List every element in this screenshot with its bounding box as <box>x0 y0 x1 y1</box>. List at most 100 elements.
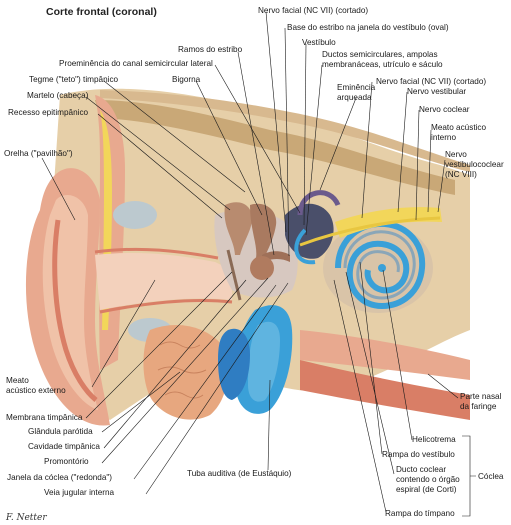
facial-nerve <box>299 216 441 247</box>
malleus <box>224 202 252 255</box>
leader-lines <box>41 11 476 517</box>
leader-nervo-facial-top <box>265 11 287 233</box>
leader-promontorio <box>101 277 269 464</box>
leader-recesso <box>97 113 223 219</box>
leader-nervo-coclear <box>415 109 420 221</box>
leader-eminencia <box>319 97 357 191</box>
label-nervo-facial-top: Nervo facial (NC VII) (cortado) <box>258 6 368 15</box>
label-ducto-coclear-2: contendo o órgão <box>396 475 460 484</box>
parotid-gland <box>143 325 228 420</box>
leader-ramos-estribo <box>237 51 275 256</box>
external-meatus-canal <box>95 252 232 310</box>
label-rampa-timpano: Rampa do tímpano <box>385 509 455 518</box>
label-coclea: Cóclea <box>478 472 504 481</box>
label-nervo-facial-right: Nervo facial (NC VII) (cortado) <box>376 77 486 86</box>
label-martelo: Martelo (cabeça) <box>27 91 89 100</box>
leader-veia-jugular <box>145 282 289 495</box>
label-veia-jugular: Veia jugular interna <box>44 488 115 497</box>
mastoid-cells-1 <box>113 201 157 229</box>
eustachian-tube-inner <box>248 321 280 402</box>
anatomy-illustration <box>25 88 470 426</box>
diagram-title: Corte frontal (coronal) <box>46 6 157 18</box>
label-proeminencia: Proeminência do canal semicircular later… <box>59 59 213 68</box>
leader-helicotrema <box>382 269 413 441</box>
label-ductos-2: membranáceas, utrículo e sáculo <box>322 60 443 69</box>
coclea-bracket <box>462 435 476 517</box>
label-nervo-vestibular: Nervo vestibular <box>407 87 466 96</box>
label-meato-interno-2: interno <box>431 133 456 142</box>
label-ducto-coclear-3: espiral (de Corti) <box>396 485 457 494</box>
label-ductos-1: Ductos semicirculares, ampolas <box>322 50 438 59</box>
label-nervo-vc-2: vestibulococlear <box>445 160 504 169</box>
leader-rampa-vestibulo <box>359 261 383 455</box>
leader-nervo-vestibular <box>397 91 408 213</box>
label-vestibulo: Vestíbulo <box>302 38 336 47</box>
label-meato-interno-1: Meato acústico <box>431 123 487 132</box>
label-cavidade: Cavidade timpânica <box>28 442 100 451</box>
parotid-lobules <box>157 341 207 399</box>
label-parte-nasal-1: Parte nasal <box>460 392 502 401</box>
labels: Corte frontal (coronal) Nervo facial (NC… <box>4 6 504 523</box>
semicircular-canal-2 <box>294 228 316 265</box>
label-meato-externo-1: Meato <box>6 376 29 385</box>
label-promontorio: Promontório <box>44 457 89 466</box>
tegmen-band <box>95 100 455 195</box>
pharynx-muscle <box>300 360 470 420</box>
leader-ductos <box>305 64 323 236</box>
label-janela-coclea: Janela da cóclea ("redonda") <box>7 473 112 482</box>
leader-vestibulo <box>303 43 307 226</box>
leader-tegme <box>103 80 246 193</box>
label-helicotrema: Helicotrema <box>412 435 456 444</box>
pharynx-wall <box>300 330 470 380</box>
label-eminencia-1: Eminência <box>337 83 376 92</box>
leader-orelha <box>41 157 76 221</box>
leader-glandula <box>101 371 181 433</box>
leader-proeminencia <box>214 64 301 214</box>
leader-nervo-facial-right <box>361 81 373 219</box>
leader-meato-externo <box>91 279 156 388</box>
label-meato-externo-2: acústico externo <box>6 386 66 395</box>
leader-parte-nasal <box>427 373 459 399</box>
label-tegme: Tegme ("teto") timpânico <box>29 75 119 84</box>
incus <box>250 203 277 262</box>
leader-cavidade <box>103 279 247 449</box>
label-nervo-vc-3: (NC VIII) <box>445 170 477 179</box>
cochlea <box>323 220 433 313</box>
label-rampa-vestibulo: Rampa do vestíbulo <box>382 450 455 459</box>
leader-tuba <box>267 379 271 471</box>
label-nervo-vc-1: Nervo <box>445 150 467 159</box>
cochlea-spiral-2 <box>343 230 416 300</box>
dura-top <box>100 90 470 172</box>
label-recesso: Recesso epitimpânico <box>8 108 89 117</box>
leader-janela-coclea <box>133 284 277 480</box>
external-meatus-wall-top <box>94 247 219 260</box>
auricle-cartilage-line <box>52 219 98 402</box>
semicircular-canal <box>297 190 341 216</box>
leader-rampa-timpano <box>333 279 387 513</box>
tympanic-membrane <box>226 249 242 301</box>
label-bigorna: Bigorna <box>172 75 201 84</box>
artist-signature: F. Netter <box>5 513 47 523</box>
leader-martelo <box>85 96 231 211</box>
label-ducto-coclear-1: Ducto coclear <box>396 465 446 474</box>
label-ramos-estribo: Ramos do estribo <box>178 45 243 54</box>
internal-jugular-vein <box>218 328 250 400</box>
label-eminencia-2: arqueada <box>337 93 372 102</box>
leader-ducto-coclear <box>345 271 395 475</box>
leader-base-estribo <box>284 27 290 257</box>
label-tuba: Tuba auditiva (de Eustáquio) <box>187 469 292 478</box>
leader-meato-interno <box>427 129 432 213</box>
label-glandula: Glândula parótida <box>28 427 93 436</box>
label-orelha: Orelha ("pavilhão") <box>4 149 73 158</box>
leader-bigorna <box>195 80 263 216</box>
external-meatus-wall-bottom <box>99 298 233 314</box>
helicotrema-point <box>378 264 386 272</box>
label-nervo-coclear: Nervo coclear <box>419 105 470 114</box>
label-base-estribo: Base do estribo na janela do vestíbulo (… <box>287 23 449 32</box>
leader-membrana <box>85 271 233 419</box>
malleus-head <box>250 256 274 280</box>
leader-nervo-vc <box>437 159 446 213</box>
cochlea-spiral-1 <box>335 220 426 310</box>
label-membrana: Membrana timpânica <box>6 413 83 422</box>
